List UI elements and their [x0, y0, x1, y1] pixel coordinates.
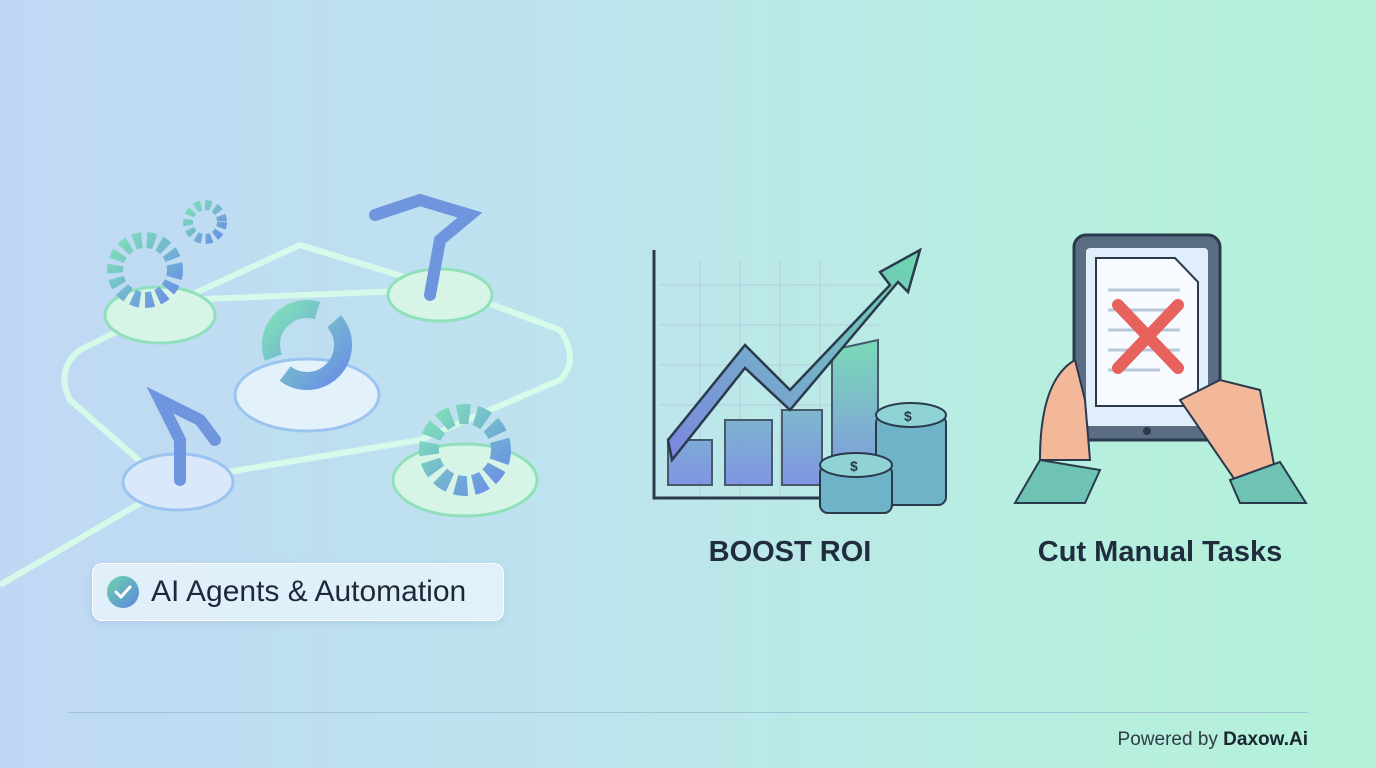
footer-divider: [68, 712, 1308, 713]
footer-credit: Powered by Daxow.Ai: [1118, 729, 1308, 751]
svg-text:$: $: [904, 408, 912, 424]
platform-sync-center: [233, 300, 381, 433]
platform-gear-top: [103, 200, 227, 345]
boost-roi-caption: BOOST ROI: [708, 536, 872, 568]
platform-gear-bottom: [391, 404, 539, 518]
check-circle-icon: [107, 576, 139, 608]
platform-robot-arm-bottom: [121, 386, 235, 512]
svg-text:$: $: [850, 458, 858, 474]
coin-stacks: $ $: [819, 402, 947, 514]
badge-label: AI Agents & Automation: [151, 575, 467, 608]
cross-icon: [1112, 299, 1184, 374]
ai-agents-badge: AI Agents & Automation: [92, 563, 504, 621]
footer-brand: Daxow.Ai: [1223, 729, 1308, 750]
footer-prefix: Powered by: [1117, 729, 1218, 750]
tablet-illustration: [1013, 233, 1308, 504]
cut-manual-tasks-caption: Cut Manual Tasks: [1037, 536, 1283, 568]
platform-robot-arm-top: [369, 193, 494, 323]
